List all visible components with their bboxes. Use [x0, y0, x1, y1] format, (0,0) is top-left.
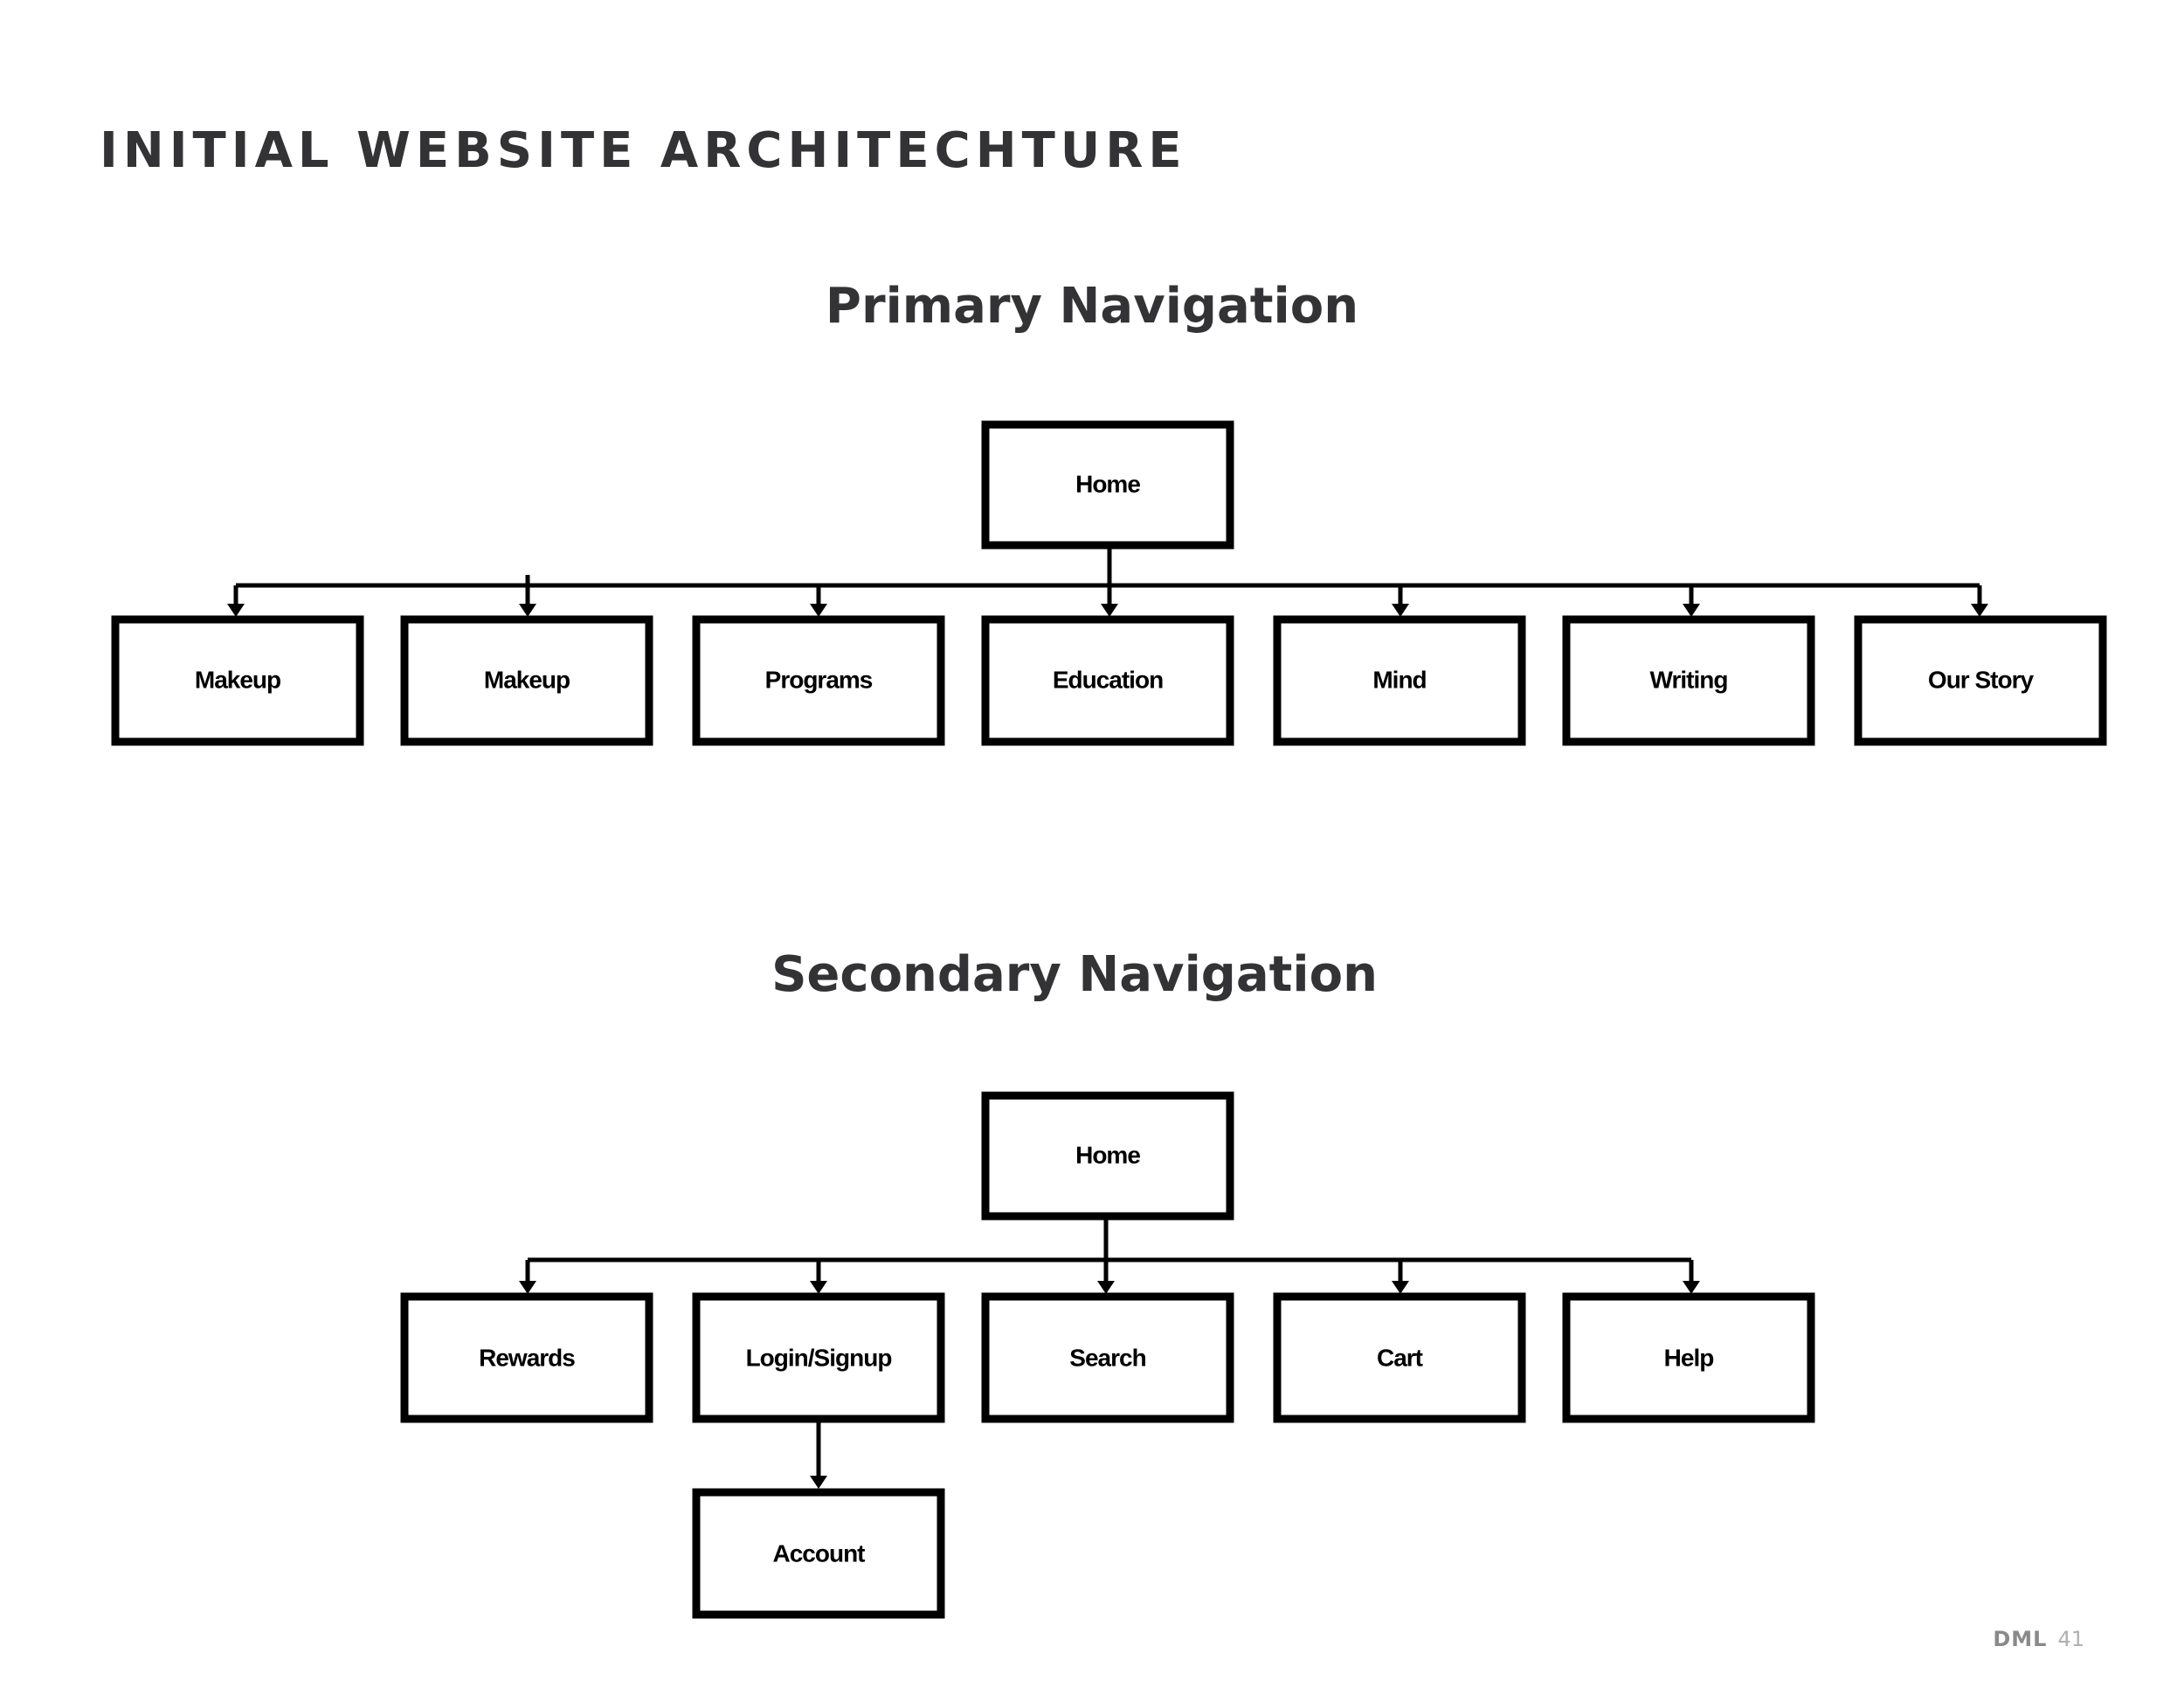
arrow-head-icon — [1971, 604, 1988, 617]
secondary-grandchild-node: Account — [692, 1488, 945, 1619]
primary-child-node: Makeup — [111, 615, 364, 746]
primary-child-node: Programs — [692, 615, 945, 746]
node-label: Education — [1053, 666, 1163, 693]
node-label: Account — [773, 1539, 866, 1567]
secondary-navigation-title: Secondary Navigation — [771, 946, 1378, 1003]
arrow-head-icon — [810, 604, 827, 617]
secondary-child-node: Help — [1562, 1292, 1815, 1423]
secondary-child-node: Cart — [1273, 1292, 1526, 1423]
primary-child-node: Makeup — [400, 615, 653, 746]
node-label: Mind — [1372, 666, 1426, 693]
arrow-head-icon — [810, 1281, 827, 1294]
arrow-head-icon — [1097, 1281, 1115, 1294]
page-number: 41 — [2057, 1627, 2084, 1651]
arrow-head-icon — [227, 604, 245, 617]
node-label: Home — [1075, 470, 1140, 497]
arrow-head-icon — [810, 1476, 827, 1489]
node-label: Writing — [1650, 666, 1728, 693]
node-label: Login/Signup — [746, 1344, 892, 1371]
arrow-head-icon — [1101, 604, 1118, 617]
node-label: Our Story — [1928, 666, 2035, 693]
node-label: Makeup — [195, 666, 280, 693]
footer-brand: DML — [1993, 1627, 2048, 1651]
primary-child-node: Writing — [1562, 615, 1815, 746]
page-footer: DML 41 — [1993, 1627, 2084, 1651]
primary-root-node: Home — [981, 420, 1234, 550]
node-label: Rewards — [479, 1344, 575, 1371]
arrow-head-icon — [1392, 604, 1409, 617]
primary-navigation-title: Primary Navigation — [825, 278, 1359, 335]
arrow-head-icon — [519, 1281, 536, 1294]
primary-child-node: Our Story — [1854, 615, 2107, 746]
node-label: Search — [1069, 1344, 1145, 1371]
secondary-child-node: Login/Signup — [692, 1292, 945, 1423]
arrow-head-icon — [1683, 1281, 1700, 1294]
primary-child-node: Education — [981, 615, 1234, 746]
secondary-connectors — [519, 1218, 1700, 1489]
arrow-head-icon — [519, 604, 536, 617]
secondary-root-node: Home — [981, 1091, 1234, 1221]
secondary-child-node: Rewards — [400, 1292, 653, 1423]
arrow-head-icon — [1683, 604, 1700, 617]
page-title: INITIAL WEBSITE ARCHITECHTURE — [100, 122, 1187, 179]
primary-connectors — [227, 547, 1988, 617]
secondary-child-node: Search — [981, 1292, 1234, 1423]
node-label: Cart — [1377, 1344, 1423, 1371]
node-label: Makeup — [484, 666, 570, 693]
primary-child-node: Mind — [1273, 615, 1526, 746]
node-label: Home — [1075, 1141, 1140, 1168]
arrow-head-icon — [1392, 1281, 1409, 1294]
node-label: Programs — [765, 666, 873, 693]
node-label: Help — [1664, 1344, 1714, 1371]
